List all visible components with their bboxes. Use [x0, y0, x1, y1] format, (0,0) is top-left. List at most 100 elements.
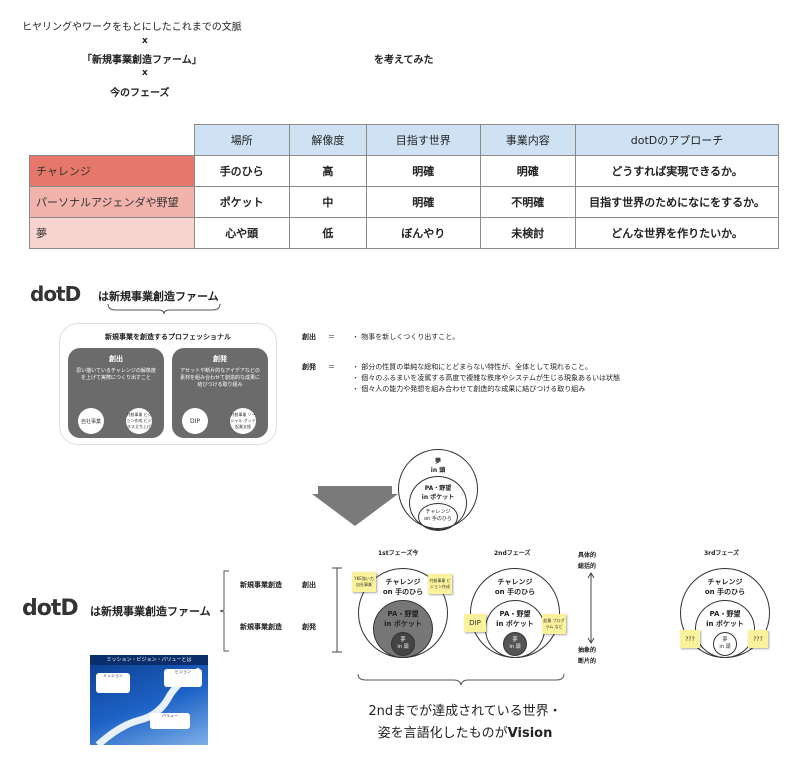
professional-card: 新規事業を創造するプロフェッショナル 創出 思い描いているチャレンジの解像度を上…: [60, 324, 276, 444]
table-corner: [29, 124, 195, 156]
vision-line2: 姿を言語化したものがVision: [300, 722, 630, 741]
col-header: dotDのアプローチ: [575, 124, 779, 156]
phase3-inner-l2: in 頭: [719, 644, 731, 650]
table-cell: どうすれば実現できるか。: [575, 155, 779, 187]
phase3-note-2: ???: [748, 630, 768, 648]
underbrace: [107, 303, 221, 314]
venn-outer-l1: 夢: [434, 458, 441, 465]
def-text-2b: ・ 個々のふるまいを凌駕する高度で複雑な秩序やシステムが生じる現象あるいは状態: [352, 374, 621, 382]
souhutsu-box: 創出 思い描いているチャレンジの解像度を上げて実際につくり出すこと 自社事業 共…: [68, 348, 164, 438]
souhatsu-title: 創発: [213, 355, 227, 363]
venn-inner-l1: チャレンジ: [425, 509, 451, 515]
def-text-1: ・ 物事を新しくつくり出すこと。: [352, 333, 460, 341]
phase1-outer-l1: チャレンジ: [385, 578, 421, 586]
table-cell: 低: [288, 217, 367, 249]
souhutsu-circle-1: 自社事業: [78, 408, 104, 434]
table-cell: ぼんやり: [365, 217, 481, 249]
row-label: 夢: [29, 217, 195, 249]
table-cell: 高: [288, 155, 367, 187]
venn-mid-l1: PA・野望: [424, 485, 452, 492]
col-header: 解像度: [288, 124, 367, 156]
row1-label-a: 新規事業創造: [240, 581, 282, 589]
phase1-mid-l2: in ポケット: [384, 620, 422, 628]
phase2-inner: 夢 in 頭: [503, 632, 527, 656]
left-bracket: [220, 570, 229, 652]
def-text-2c: ・ 個々人の能力や発想を組み合わせて創造的な成果に結びつける取り組み: [352, 385, 586, 393]
table-cell: どんな世界を作りたいか。: [575, 217, 779, 249]
axis-top-2: 総括的: [578, 563, 597, 570]
phase3-note-1: ???: [680, 630, 700, 648]
right-bracket: [332, 567, 342, 653]
table-cell: 目指す世界のためになにをするか。: [575, 186, 779, 218]
table-cell: 心や頭: [193, 217, 290, 249]
logo-suffix: は新規事業創造ファーム: [98, 290, 219, 303]
down-arrow-icon: [312, 486, 398, 526]
header-x1: x: [142, 36, 148, 46]
venn-inner: チャレンジ on 手のひら: [418, 503, 458, 531]
phase2-inner-l1: 夢: [512, 637, 518, 643]
header-line1: ヒヤリングやワークをもとにしたこれまでの文脈: [22, 22, 242, 33]
axis-arrow-icon: [587, 572, 595, 644]
axis-top-1: 具体的: [578, 552, 597, 559]
phase1-inner-l2: in 頭: [397, 644, 409, 650]
phase2-mid-l2: in ポケット: [496, 620, 534, 628]
vision-keyword: Vision: [507, 726, 553, 741]
table-row: チャレンジ 手のひら 高 明確 明確 どうすれば実現できるか。: [29, 155, 779, 187]
phase1-outer-l2: on 手のひら: [382, 588, 424, 596]
header-x2: x: [142, 68, 148, 78]
def-term-2: 創発: [302, 363, 316, 371]
col-header: 場所: [193, 124, 290, 156]
pro-title: 新規事業を創造するプロフェッショナル: [105, 333, 231, 341]
thumb-value: バリュー: [150, 713, 190, 729]
thumb-mission: ミッション: [96, 673, 130, 693]
table-cell: 不明確: [479, 186, 577, 218]
phase3-outer-l1: チャレンジ: [707, 578, 743, 586]
phase1-note-2: 共創事業 ビジョン作成: [428, 574, 452, 594]
venn-inner-l2: on 手のひら: [424, 516, 452, 522]
comparison-table: 場所 解像度 目指す世界 事業内容 dotDのアプローチ チャレンジ 手のひら …: [29, 124, 779, 249]
def-eq-1: ＝: [328, 333, 335, 341]
row-label: チャレンジ: [29, 155, 195, 187]
axis-bot-1: 抽象的: [578, 647, 597, 654]
col-header: 事業内容: [479, 124, 577, 156]
venn-outer-l2: in 頭: [430, 467, 446, 474]
dotd-logo-2: dotD: [22, 596, 79, 621]
souhatsu-circle-2: 共創事業 ソーシャル グッド 起業支援: [230, 408, 256, 434]
phase3-mid-l1: PA・野望: [709, 610, 741, 618]
phase3-mid-l2: in ポケット: [706, 620, 744, 628]
phase2-note-1: DIP: [464, 614, 486, 632]
souhutsu-title: 創出: [109, 355, 123, 363]
def-text-2a: ・ 部分の性質の単純な総和にとどまらない特性が、全体として現れること。: [352, 363, 592, 371]
phase1-mid-l1: PA・野望: [387, 610, 419, 618]
row2-label-a: 新規事業創造: [240, 623, 282, 631]
table-cell: ポケット: [193, 186, 290, 218]
souhatsu-circle-1: DIP: [182, 408, 208, 434]
phase1-mid: PA・野望 in ポケット: [373, 600, 433, 658]
phase2-title: 2ndフェーズ: [494, 550, 531, 557]
row2-label-b: 創発: [302, 623, 316, 631]
phase1-inner: 夢 in 頭: [391, 632, 415, 656]
phase3-mid: PA・野望 in ポケット: [695, 600, 755, 658]
axis-bot-2: 断片的: [578, 658, 597, 665]
phase1-inner-l1: 夢: [400, 637, 406, 643]
vision-line1: 2ndまでが達成されている世界・: [368, 704, 562, 719]
souhutsu-desc: 思い描いているチャレンジの解像度を上げて実際につくり出すこと: [76, 368, 156, 381]
mvv-thumbnail: ミッション・ビジョン・バリューとは ミッション ビジョン バリュー: [90, 655, 208, 745]
venn-mid-l2: in ポケット: [421, 494, 455, 501]
phase3-inner-l1: 夢: [722, 637, 728, 643]
col-header: 目指す世界: [365, 124, 481, 156]
row1-label-b: 創出: [302, 581, 316, 589]
header-right: を考えてみた: [374, 55, 434, 66]
table-row: パーソナルアジェンダや野望 ポケット 中 明確 不明確 目指す世界のためになにを…: [29, 186, 779, 218]
table-cell: 中: [288, 186, 367, 218]
phase2-outer-l2: on 手のひら: [494, 588, 536, 596]
phase3-title: 3rdフェーズ: [704, 550, 740, 557]
table-cell: 明確: [365, 155, 481, 187]
vision-line2-text: 姿を言語化したものが: [377, 726, 508, 741]
def-term-1: 創出: [302, 333, 316, 341]
phase3-inner: 夢 in 頭: [713, 632, 737, 656]
thumb-vision: ビジョン: [164, 669, 202, 687]
logo-suffix-2: は新規事業創造ファーム: [90, 605, 211, 618]
bottom-brace: [357, 673, 565, 686]
phase3-outer-l2: on 手のひら: [704, 588, 746, 596]
